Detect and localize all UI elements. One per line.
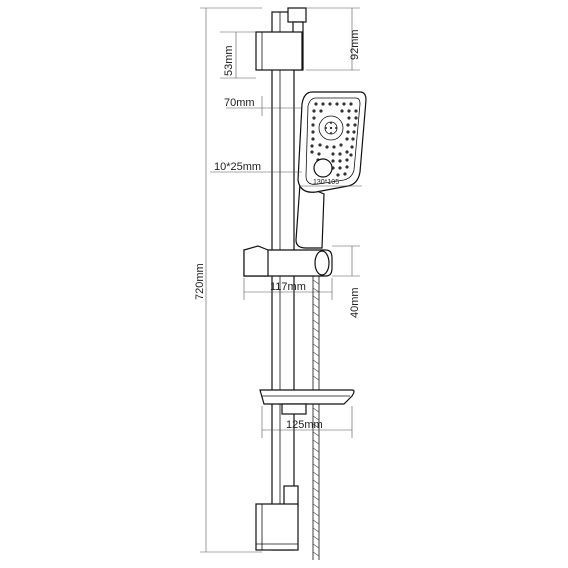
- rail-section-label: 10*25mm: [214, 161, 261, 173]
- shower-hose: [312, 276, 320, 560]
- soap-dish: [259, 389, 355, 415]
- top-offset-dimension: 92mm: [306, 7, 361, 71]
- slider-height-label: 40mm: [349, 287, 361, 318]
- rail-section-dimension: 10*25mm: [210, 161, 302, 173]
- slider-width-dimension: 117mm: [243, 278, 333, 300]
- top-offset-label: 92mm: [349, 29, 361, 60]
- wall-rail: [271, 11, 295, 551]
- total-height-label: 720mm: [194, 263, 206, 300]
- mode-button: [313, 158, 333, 178]
- slider-height-dimension: 40mm: [332, 245, 361, 318]
- slider-width-label: 117mm: [270, 281, 306, 293]
- bracket-depth-label: 70mm: [224, 97, 255, 109]
- soap-dish-width-label: 125mm: [286, 419, 323, 431]
- top-bracket: [255, 7, 307, 71]
- head-size-label: 130*105: [313, 179, 339, 186]
- head-size-dimension: 130*105: [300, 179, 362, 187]
- slider-holder: [243, 245, 333, 277]
- bracket-depth-dimension: 70mm: [224, 96, 306, 116]
- bracket-height-label: 53mm: [223, 45, 235, 76]
- spray-nozzle-pattern: [310, 102, 358, 177]
- total-height-dimension: 720mm: [194, 7, 262, 553]
- bracket-height-dimension: 53mm: [220, 31, 256, 79]
- bottom-bracket: [255, 485, 299, 551]
- soap-dish-width-dimension: 125mm: [261, 406, 353, 438]
- shower-head: [295, 91, 367, 249]
